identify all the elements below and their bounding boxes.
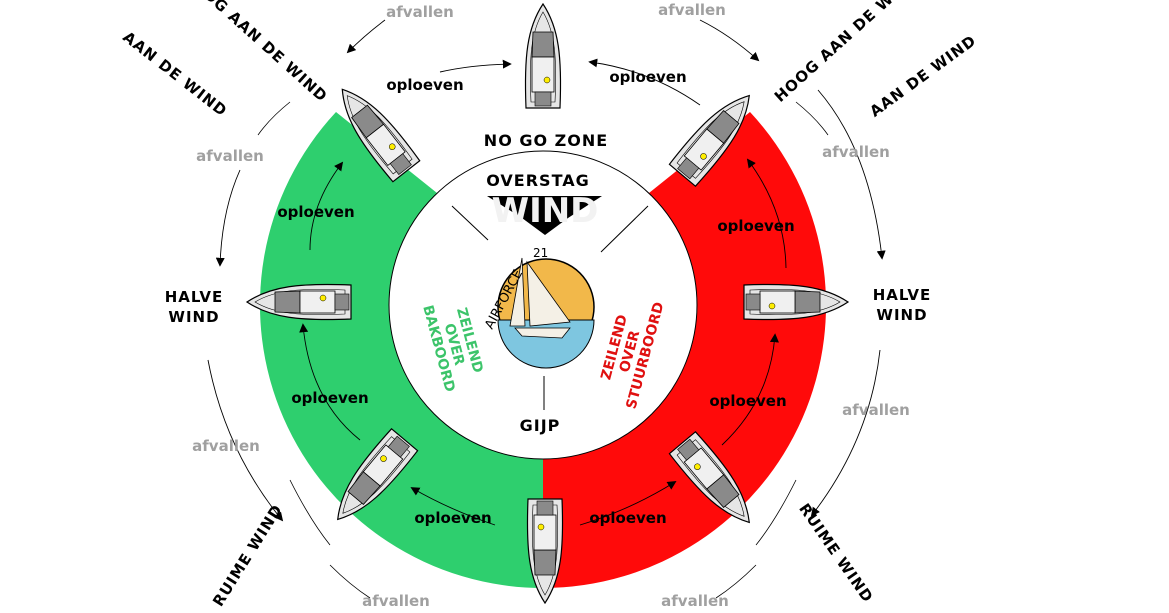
wind-indicator: WIND: [487, 191, 602, 235]
spoke: [451, 205, 489, 241]
aan-de-wind-right: AAN DE WIND: [866, 31, 979, 120]
halve-wind-right-1: HALVE: [873, 286, 932, 304]
oploeven-label: oploeven: [414, 509, 491, 527]
ruime-wind-right: RUIME WIND: [795, 500, 877, 606]
afvallen-label: afvallen: [842, 401, 910, 419]
afvallen-label: afvallen: [362, 592, 430, 610]
afvallen-arrows: [207, 19, 886, 522]
gijp-label: GIJP: [520, 416, 561, 435]
afvallen-label: afvallen: [196, 147, 264, 165]
airforce-logo: AIRFORCE 21: [482, 246, 595, 369]
sailing-ring: [259, 112, 827, 589]
afvallen-label: afvallen: [658, 1, 726, 19]
oploeven-label: oploeven: [589, 509, 666, 527]
boat-starboard-beam-reach: [743, 283, 849, 321]
oploeven-label: oploeven: [291, 389, 368, 407]
oploeven-label: oploeven: [609, 68, 686, 86]
ruime-wind-left: RUIME WIND: [209, 501, 286, 610]
halve-wind-right-2: WIND: [876, 306, 927, 324]
boat-no-go: [524, 3, 562, 109]
outer-arc-ring: [257, 101, 829, 599]
oploeven-label: oploeven: [386, 76, 463, 94]
afvallen-label: afvallen: [822, 143, 890, 161]
afvallen-label: afvallen: [192, 437, 260, 455]
starboard-tack-sector: [543, 112, 827, 589]
halve-wind-left-2: WIND: [168, 308, 219, 326]
halve-wind-left-1: HALVE: [165, 288, 224, 306]
spoke: [600, 205, 649, 253]
port-tack-sector: [259, 112, 543, 589]
afvallen-label: afvallen: [661, 592, 729, 610]
no-go-zone-label: NO GO ZONE: [484, 131, 608, 150]
oploeven-arrows: [299, 58, 787, 526]
overstag-label: OVERSTAG: [486, 171, 590, 190]
logo-number: 21: [533, 246, 548, 260]
afvallen-label: afvallen: [386, 3, 454, 21]
oploeven-label: oploeven: [717, 217, 794, 235]
oploeven-label: oploeven: [277, 203, 354, 221]
oploeven-label: oploeven: [709, 392, 786, 410]
aan-de-wind-left: AAN DE WIND: [119, 28, 230, 120]
wind-label: WIND: [492, 191, 599, 231]
